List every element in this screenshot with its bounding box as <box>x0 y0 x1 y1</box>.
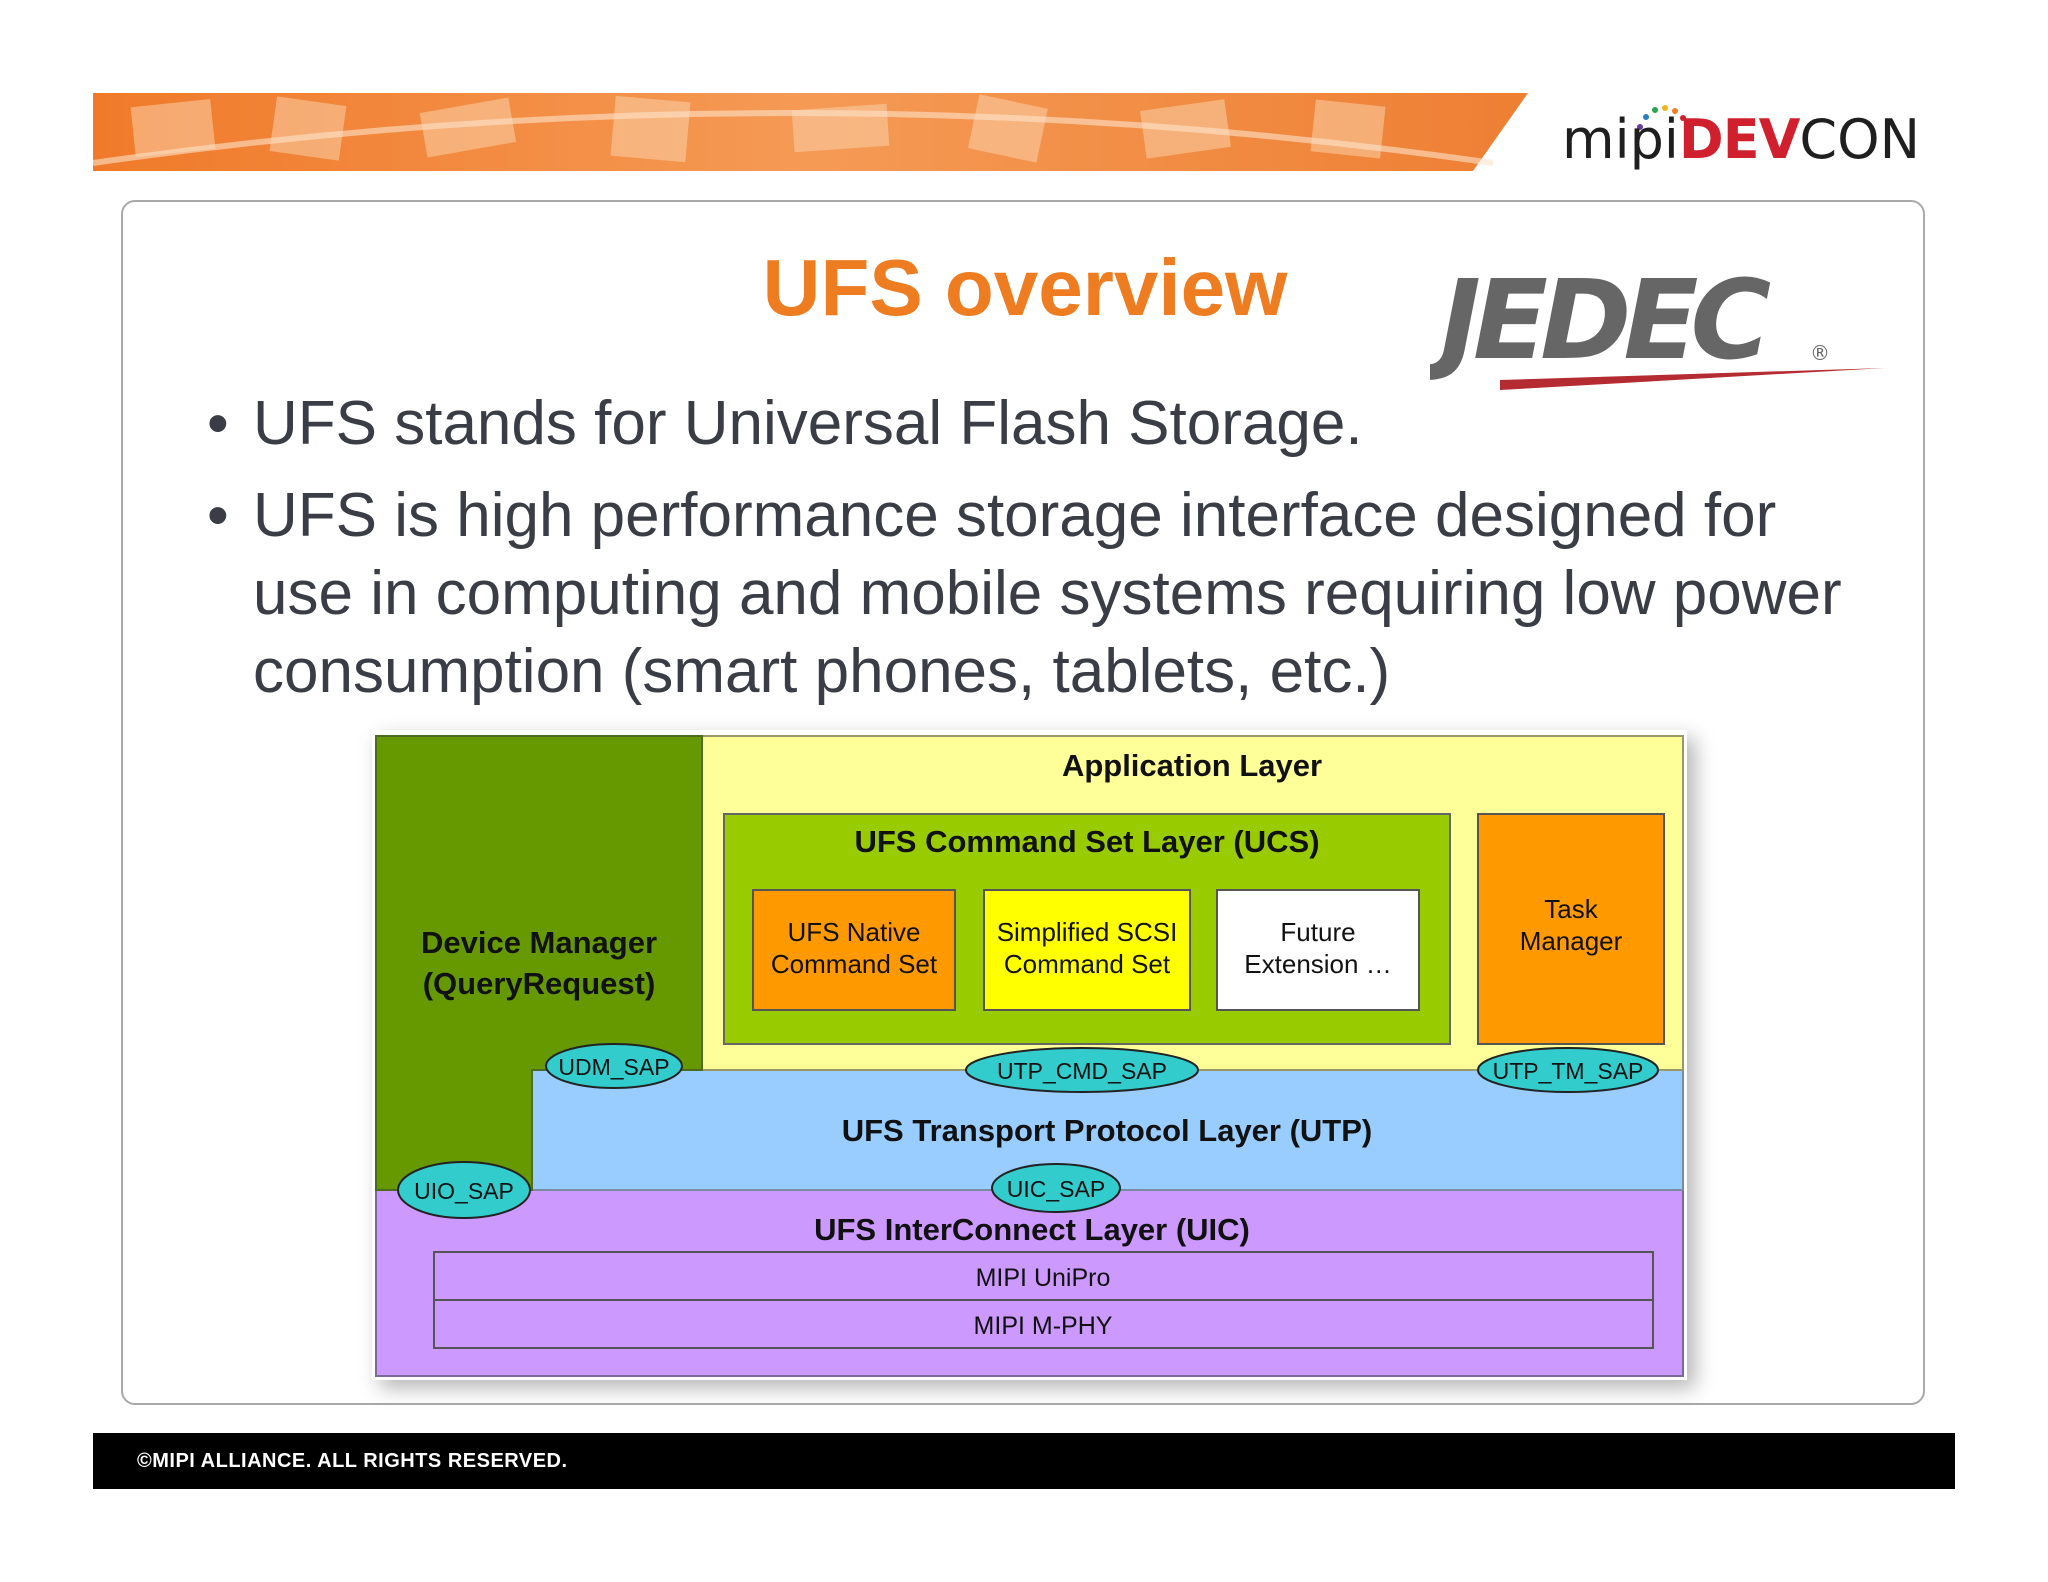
uio-sap-label: UIO_SAP <box>414 1178 514 1204</box>
mphy-label: MIPI M-PHY <box>974 1312 1113 1340</box>
application-layer-label: Application Layer <box>1062 748 1322 783</box>
bullet-text: UFS stands for Universal Flash Storage. <box>253 389 1363 458</box>
header-banner <box>93 93 1528 171</box>
unipro-label: MIPI UniPro <box>976 1264 1111 1292</box>
jedec-logo-text: JEDEC <box>1430 268 1771 384</box>
uic-sap-label: UIC_SAP <box>1007 1176 1105 1202</box>
native-command-set-box <box>752 889 956 1011</box>
uic-sap-ellipse <box>991 1163 1121 1213</box>
svg-text:®: ® <box>1810 341 1830 365</box>
task-label-1: Task <box>1544 894 1598 924</box>
logo-con-text: CON <box>1799 108 1921 171</box>
scsi-label-1: Simplified SCSI <box>997 917 1178 947</box>
native-label-1: UFS Native <box>788 917 921 947</box>
mphy-box <box>433 1299 1654 1349</box>
utp-label: UFS Transport Protocol Layer (UTP) <box>842 1113 1373 1148</box>
utp-cmd-sap-ellipse <box>965 1047 1199 1093</box>
unipro-box <box>433 1251 1654 1301</box>
task-manager-box <box>1477 813 1665 1045</box>
native-label-2: Command Set <box>771 949 938 979</box>
utp-tm-sap-ellipse <box>1477 1047 1659 1093</box>
utp-tm-sap-label: UTP_TM_SAP <box>1493 1058 1644 1084</box>
bullet-item: •UFS stands for Universal Flash Storage. <box>207 389 1363 458</box>
udm-sap-label: UDM_SAP <box>558 1054 669 1080</box>
logo-dev-text: DEV <box>1678 108 1801 171</box>
bullet-list: •UFS stands for Universal Flash Storage.… <box>195 385 1875 725</box>
mipi-devcon-logo: mipiDEVCON <box>1562 100 1920 180</box>
scsi-command-set-box <box>983 889 1191 1011</box>
future-extension-box <box>1216 889 1420 1011</box>
udm-sap-ellipse <box>545 1043 683 1089</box>
footer-bar: ©MIPI ALLIANCE. ALL RIGHTS RESERVED. <box>93 1433 1955 1489</box>
uic-label: UFS InterConnect Layer (UIC) <box>814 1212 1250 1247</box>
ucs-label: UFS Command Set Layer (UCS) <box>854 824 1319 859</box>
task-label-2: Manager <box>1520 926 1623 956</box>
slide-title: UFS overview <box>762 243 1288 332</box>
bullet-text: UFS is high performance storage interfac… <box>253 481 1842 706</box>
scsi-label-2: Command Set <box>1004 949 1171 979</box>
future-label-1: Future <box>1280 917 1355 947</box>
utp-cmd-sap-label: UTP_CMD_SAP <box>997 1058 1167 1084</box>
bullet-item: •UFS is high performance storage interfa… <box>207 481 1842 706</box>
future-label-2: Extension … <box>1244 949 1391 979</box>
device-manager-sublabel: (QueryRequest) <box>423 966 656 1001</box>
logo-dots-icon <box>1637 105 1691 131</box>
device-manager-block <box>375 735 703 1191</box>
jedec-logo: JEDEC ® <box>1430 268 1885 390</box>
ufs-layer-diagram: Application Layer Device Manager (QueryR… <box>372 730 1687 1380</box>
device-manager-label: Device Manager <box>421 925 657 960</box>
logo-mipi-text: mipi <box>1562 108 1679 171</box>
uio-sap-ellipse <box>397 1161 531 1219</box>
footer-copyright: ©MIPI ALLIANCE. ALL RIGHTS RESERVED. <box>137 1450 568 1472</box>
